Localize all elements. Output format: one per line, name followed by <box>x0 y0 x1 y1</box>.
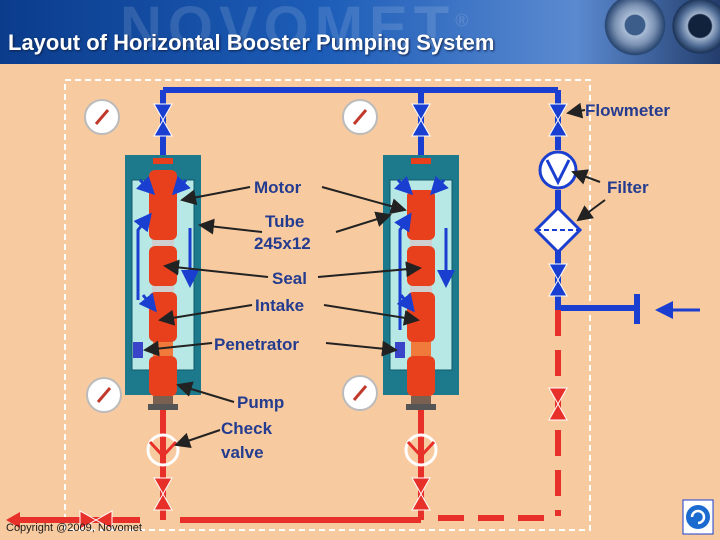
leader-lines <box>143 102 606 449</box>
pumping-system-diagram: Flowmeter Filter Motor Tube 245x12 Seal … <box>6 79 714 535</box>
label-pump: Pump <box>237 393 284 412</box>
check-valve-icon <box>146 433 180 467</box>
check-valve-icon <box>404 433 438 467</box>
registered-mark: ® <box>455 10 475 31</box>
flowmeter-icon <box>538 150 578 190</box>
copyright-notice: Copyright @2009, Novomet <box>6 522 142 534</box>
label-check-line2: valve <box>221 443 264 462</box>
pressure-gauge-icon <box>342 99 378 135</box>
novomet-logo-icon <box>682 499 714 535</box>
header-banner: NOVOMET® Layout of Horizontal Booster Pu… <box>0 0 720 64</box>
internal-flow-arrows-left <box>133 175 199 313</box>
valve-icon <box>153 103 173 137</box>
label-penetrator: Penetrator <box>214 335 299 354</box>
watermark-logo: NOVOMET® <box>120 0 475 61</box>
label-tube-line2: 245x12 <box>254 234 311 253</box>
label-check-line1: Check <box>221 419 273 438</box>
pressure-gauge-icon <box>86 377 122 413</box>
label-intake: Intake <box>255 296 304 315</box>
label-filter: Filter <box>607 178 649 197</box>
watermark-text: NOVOMET <box>120 0 456 60</box>
label-flowmeter: Flowmeter <box>585 101 670 120</box>
valve-icon <box>548 263 568 297</box>
valve-icon <box>548 103 568 137</box>
valve-icon <box>411 103 431 137</box>
valve-icon <box>79 510 113 530</box>
valve-icon <box>548 387 568 421</box>
pressure-gauge-icon <box>342 375 378 411</box>
valve-icon <box>153 477 173 511</box>
pipe-end-cap <box>634 294 640 324</box>
gear-decoration-icon <box>668 0 720 58</box>
filter-icon <box>533 205 583 255</box>
label-seal: Seal <box>272 269 307 288</box>
slide-title: Layout of Horizontal Booster Pumping Sys… <box>8 30 495 55</box>
internal-flow-arrows-right <box>394 175 455 330</box>
pressure-gauge-icon <box>84 99 120 135</box>
label-motor: Motor <box>254 178 302 197</box>
label-tube-line1: Tube <box>265 212 304 231</box>
valve-icon <box>411 477 431 511</box>
outflow-arrow <box>6 512 20 528</box>
gear-decoration-icon <box>600 0 670 60</box>
